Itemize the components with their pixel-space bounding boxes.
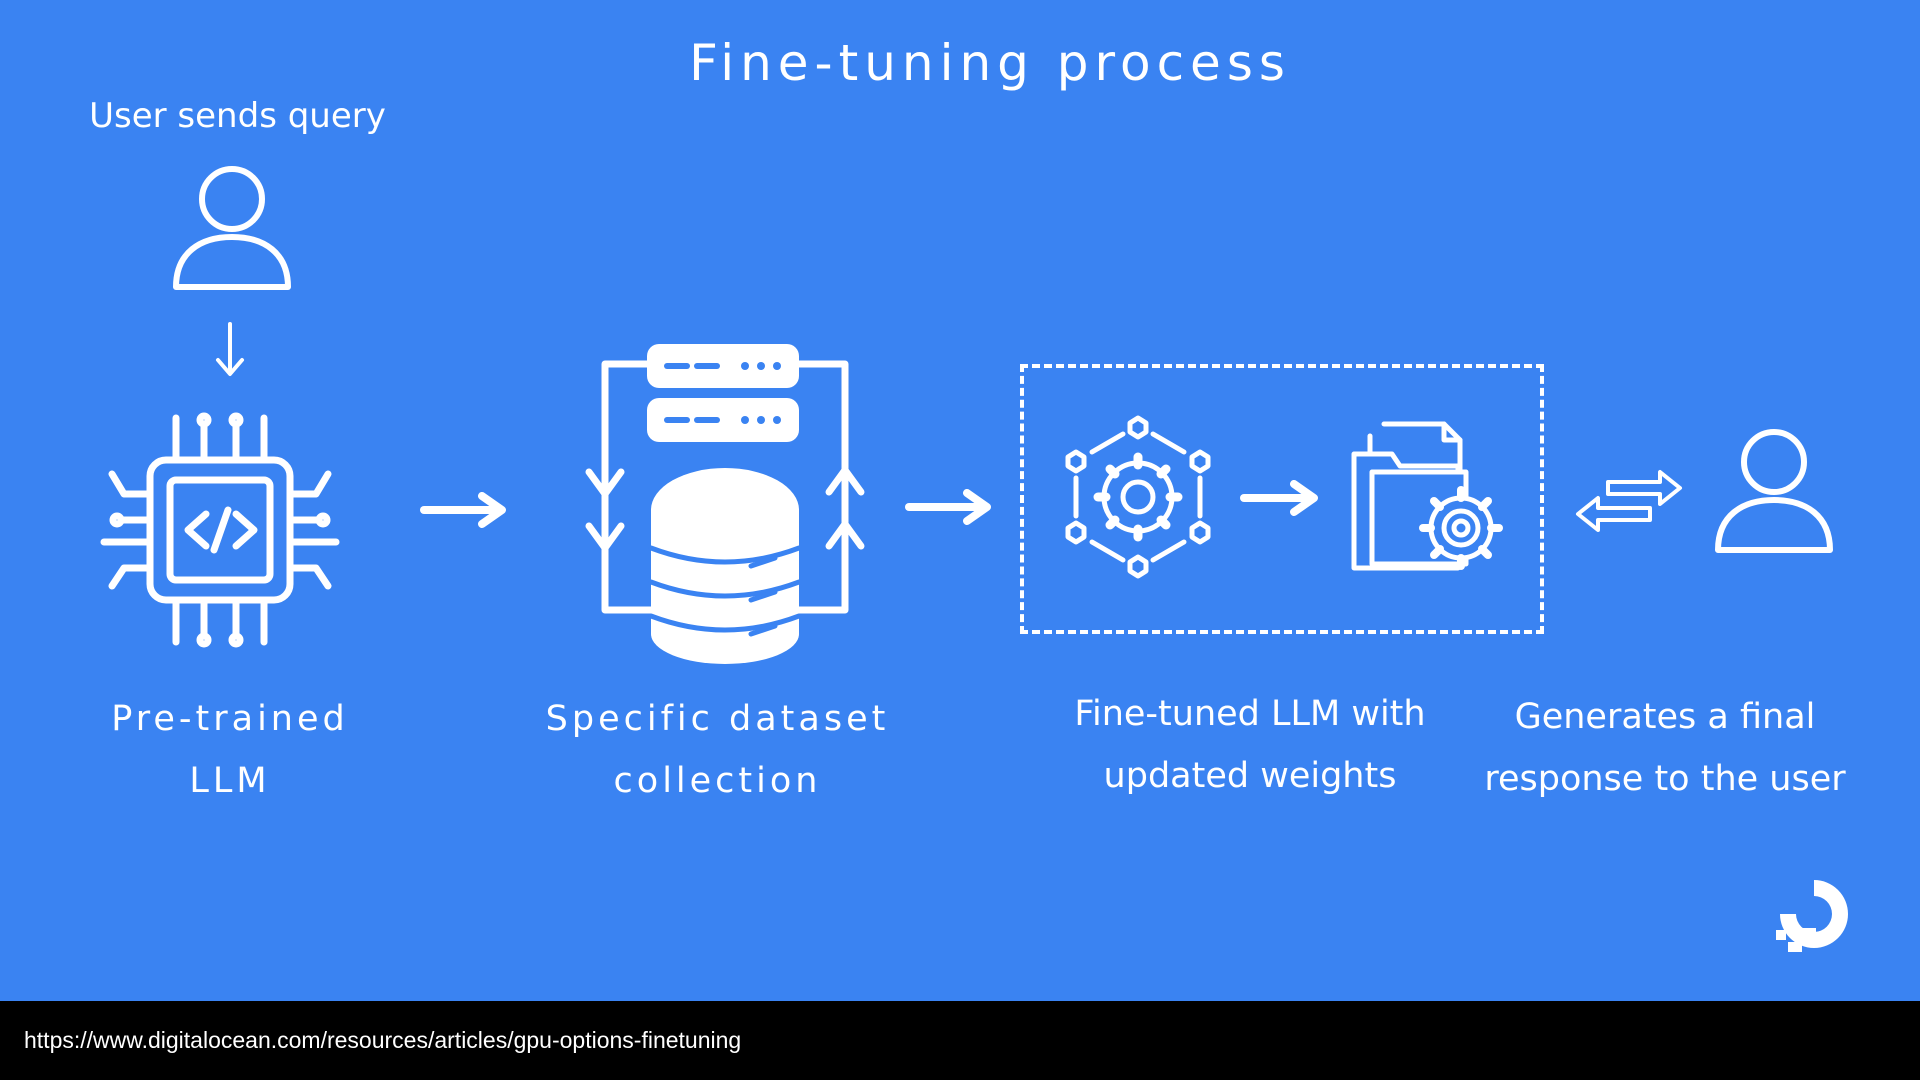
arrow-right-icon (420, 492, 506, 528)
database-cycle-icon (585, 344, 865, 664)
step-line: LLM (189, 761, 271, 801)
arrow-down-icon (216, 322, 244, 376)
user-query-label: User sends query (89, 96, 386, 136)
fine-tuned-group-box (1020, 364, 1544, 634)
bidirectional-arrow-icon (1576, 470, 1682, 532)
step-line: updated weights (1103, 756, 1397, 796)
step-line: Specific dataset (545, 699, 890, 739)
folder-gear-icon (1351, 421, 1503, 571)
gear-network-icon (1065, 415, 1211, 579)
arrow-right-icon (1240, 480, 1318, 516)
diagram-slide: Fine-tuning process User sends query (0, 0, 1920, 1001)
footer-bar: https://www.digitalocean.com/resources/a… (0, 1001, 1920, 1080)
step-label-response: Generates a final response to the user (1475, 686, 1855, 810)
step-line: collection (613, 761, 822, 801)
step-label-dataset: Specific dataset collection (525, 688, 910, 812)
step-label-pretrained: Pre-trained LLM (80, 688, 380, 812)
step-line: Generates a final (1514, 697, 1816, 737)
user-icon (173, 166, 291, 290)
step-line: Pre-trained (111, 699, 349, 739)
user-icon (1715, 429, 1833, 553)
step-line: response to the user (1484, 759, 1846, 799)
step-label-fine-tuned: Fine-tuned LLM with updated weights (1050, 683, 1450, 807)
source-url: https://www.digitalocean.com/resources/a… (24, 1027, 742, 1053)
diagram-title: Fine-tuning process (689, 34, 1291, 92)
digitalocean-logo-icon (1776, 880, 1848, 952)
chip-code-icon (100, 412, 340, 648)
arrow-right-icon (905, 489, 991, 525)
step-line: Fine-tuned LLM with (1074, 694, 1426, 734)
